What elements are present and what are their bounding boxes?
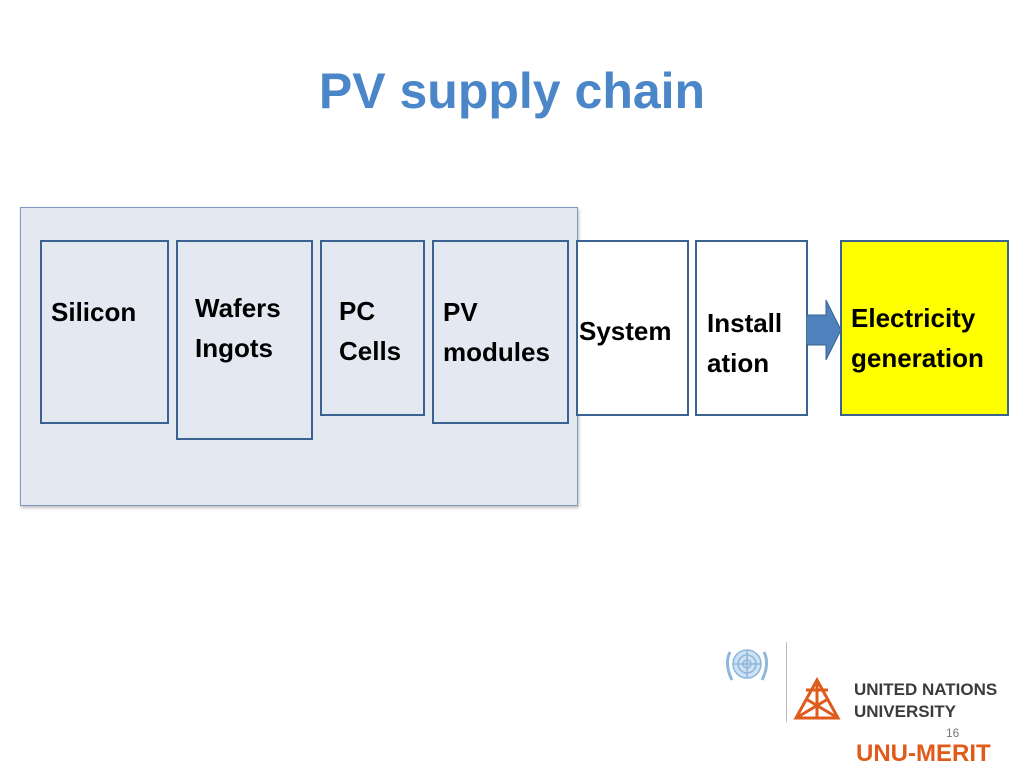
system-box: System — [576, 240, 689, 416]
unu-logo-icon — [793, 676, 841, 720]
pv-modules-box: PV modules — [432, 240, 569, 424]
wafers-ingots-label: Wafers Ingots — [195, 293, 281, 364]
electricity-generation-label: Electricity generation — [851, 303, 984, 374]
unu-merit-label: UNU-MERIT — [856, 740, 991, 767]
logo-divider — [786, 642, 787, 722]
system-label: System — [579, 316, 672, 346]
wafers-ingots-box: Wafers Ingots — [176, 240, 313, 440]
electricity-generation-box: Electricity generation — [840, 240, 1009, 416]
pc-cells-box: PC Cells — [320, 240, 425, 416]
pc-cells-label: PC Cells — [339, 296, 402, 367]
right-arrow-icon — [806, 299, 842, 361]
pv-modules-label: PV modules — [443, 297, 550, 368]
installation-box: Install ation — [695, 240, 808, 416]
silicon-label: Silicon — [51, 297, 137, 327]
slide-title: PV supply chain — [318, 63, 706, 119]
page-number: 16 — [946, 726, 960, 740]
upstream-group-background — [20, 207, 578, 506]
un-university-line1: UNITED NATIONS — [854, 680, 998, 699]
installation-label: Install ation — [707, 308, 783, 379]
silicon-box: Silicon — [40, 240, 169, 424]
un-university-line2: UNIVERSITY — [854, 702, 957, 721]
un-emblem-icon — [725, 649, 769, 681]
